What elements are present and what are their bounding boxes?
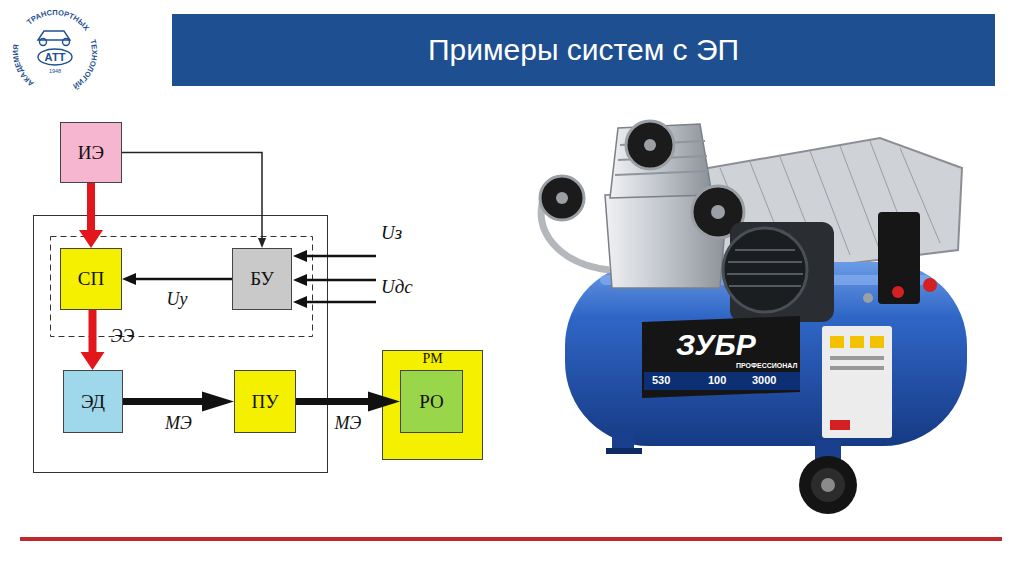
control-arrow: [122, 273, 232, 285]
motor-box: ЭД: [63, 370, 123, 433]
logo-ring-text: ТРАНСПОРТНЫХ: [25, 8, 91, 32]
connector-shaft: [136, 278, 232, 281]
machine-fill: [383, 351, 483, 460]
node-label: ПУ: [251, 391, 278, 413]
logo-ring-text: ТРАНСПОРТНЫХ: [25, 8, 91, 32]
arrow-head: [79, 230, 103, 248]
control-box: БУ: [232, 248, 292, 310]
node-label: РМ: [422, 351, 442, 367]
arrow-head: [81, 352, 105, 370]
signal-name: Uдс: [381, 276, 413, 298]
input-arrows: [293, 250, 376, 308]
arrow-head: [258, 238, 266, 248]
signal-name: Uз: [381, 222, 402, 244]
logo-mark: АТТ: [45, 51, 66, 63]
energy-arrow: [79, 183, 103, 248]
node-label: ЭД: [81, 391, 105, 413]
slide-title: Примеры систем с ЭП: [172, 14, 995, 86]
logo-ring-text: ТЕХНОЛОГИЙ: [71, 38, 99, 90]
logo: АКАДЕМИЯ ТРАНСПОРТНЫХ ТЕХНОЛОГИЙ АТТ 194…: [0, 0, 120, 110]
brand-name: ЗУБР: [676, 328, 756, 362]
spec-number: 3000: [752, 374, 776, 386]
arrow-head: [202, 392, 234, 412]
mech-arrow: [296, 392, 400, 412]
machine-box: РМ РО: [382, 350, 483, 460]
transmission-box: ПУ: [234, 370, 296, 433]
footer-rule: [20, 537, 1002, 541]
converter-box: СП: [60, 248, 122, 310]
logo-ring-text: АКАДЕМИЯ: [11, 44, 35, 88]
energy-arrow: [81, 310, 105, 370]
connector-shaft: [122, 153, 262, 239]
edge-label: ЭЭ: [111, 326, 135, 347]
mech-arrow: [123, 392, 234, 412]
node-label: ИЭ: [78, 142, 104, 164]
logo-year: 1948: [49, 68, 61, 74]
node-label: РО: [419, 391, 444, 413]
spec-number: 530: [652, 374, 670, 386]
edge-label: Uу: [167, 289, 188, 310]
arrow-head: [122, 273, 136, 285]
edge-label: МЭ: [165, 412, 192, 433]
spec-number: 100: [708, 374, 726, 386]
arrow-head: [368, 392, 400, 412]
connector-shaft: [123, 398, 202, 405]
logo-ring-text: ТЕХНОЛОГИЙ: [71, 38, 99, 90]
node-label: СП: [78, 268, 104, 290]
node-label: БУ: [250, 268, 274, 290]
drive-frame: [34, 216, 328, 473]
source-box: ИЭ: [60, 122, 122, 183]
edge-label: МЭ: [335, 412, 362, 433]
logo-ring-text: АКАДЕМИЯ: [11, 44, 35, 88]
connector-shaft: [87, 183, 95, 230]
brand-line: ПРОФЕССИОНАЛ: [736, 362, 797, 369]
connector-shaft: [89, 310, 97, 352]
working-organ-box: РО: [400, 370, 463, 433]
signal-line: [122, 153, 266, 249]
logo-car: [38, 31, 72, 65]
connector-shaft: [296, 398, 368, 405]
